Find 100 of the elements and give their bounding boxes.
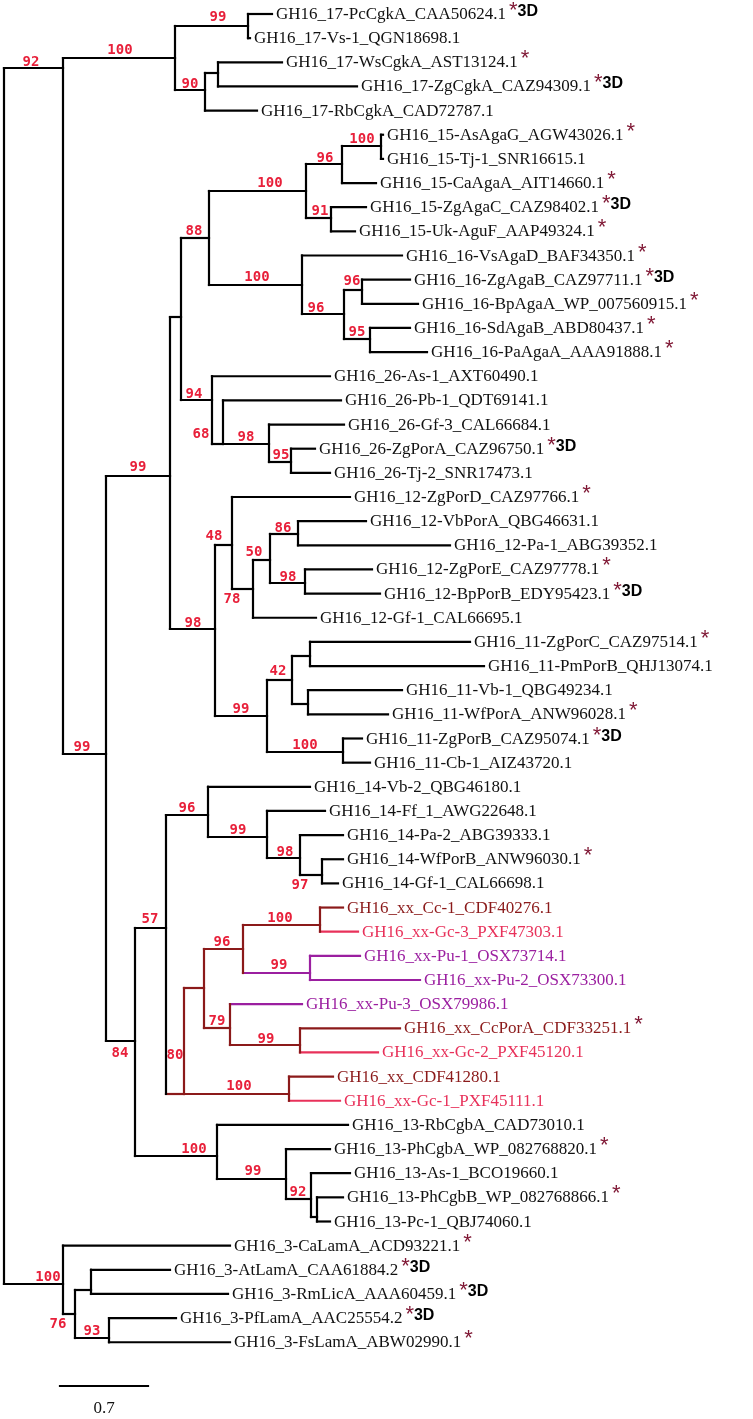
- asterisk-mark: *: [612, 1183, 621, 1204]
- sequence-label: GH16_xx_Cc-1_CDF40276.1: [347, 897, 553, 918]
- sequence-label: GH16_16-SdAgaB_ABD80437.1: [414, 317, 644, 338]
- asterisk-mark: *: [547, 434, 556, 455]
- bootstrap-value: 99: [209, 8, 227, 24]
- sequence-label: GH16_xx-Pu-2_OSX73300.1: [424, 970, 627, 990]
- sequence-label: GH16_xx_CDF41280.1: [337, 1066, 501, 1087]
- asterisk-mark: *: [509, 0, 518, 20]
- sequence-label: GH16_11-ZgPorC_CAZ97514.1: [474, 631, 698, 652]
- sequence-label: GH16_xx_CcPorA_CDF33251.1: [404, 1018, 632, 1039]
- bootstrap-value: 96: [178, 799, 196, 815]
- sequence-label: GH16_26-As-1_AXT60490.1: [334, 366, 539, 387]
- bootstrap-value: 98: [276, 843, 294, 859]
- bootstrap-value: 99: [232, 700, 250, 716]
- asterisk-mark: *: [689, 289, 699, 310]
- bootstrap-value: 98: [184, 614, 202, 630]
- asterisk-mark: *: [597, 217, 607, 238]
- sequence-label: GH16_14-Vb-2_QBG46180.1: [314, 776, 522, 797]
- sequence-label: GH16_14-Pa-2_ABG39333.1: [347, 825, 551, 846]
- bootstrap-value: 99: [270, 956, 288, 972]
- sequence-label: GH16_17-PcCgkA_CAA50624.1: [276, 4, 506, 24]
- sequence-label: GH16_3-PfLamA_AAC25554.2: [180, 1308, 403, 1329]
- asterisk-mark: *: [520, 48, 530, 69]
- asterisk-mark: *: [638, 241, 647, 262]
- sequence-label: GH16_26-ZgPorA_CAZ96750.1: [319, 438, 545, 459]
- structure-tag: 3D: [621, 580, 643, 601]
- sequence-label: GH16_14-Ff_1_AWG22648.1: [329, 800, 537, 821]
- asterisk-mark: *: [634, 1014, 643, 1035]
- asterisk-mark: *: [602, 555, 611, 576]
- sequence-label: GH16_3-AtLamA_CAA61884.2: [174, 1259, 399, 1280]
- asterisk-mark: *: [600, 1135, 609, 1156]
- sequence-label: GH16_17-Vs-1_QGN18698.1: [254, 28, 461, 49]
- bootstrap-value: 100: [107, 41, 133, 57]
- structure-tag: 3D: [601, 725, 622, 746]
- sequence-label: GH16_12-VbPorA_QBG46631.1: [370, 511, 600, 532]
- bootstrap-value: 50: [245, 543, 263, 559]
- asterisk-mark: *: [645, 265, 654, 286]
- structure-tag: 3D: [467, 1280, 489, 1301]
- bootstrap-value: 78: [223, 590, 241, 606]
- asterisk-mark: *: [401, 1255, 410, 1276]
- sequence-label: GH16_14-WfPorB_ANW96030.1: [347, 849, 581, 870]
- sequence-label: GH16_12-Gf-1_CAL66695.1: [320, 607, 523, 628]
- structure-tag: 3D: [602, 73, 623, 94]
- bootstrap-value: 68: [192, 425, 210, 441]
- bootstrap-value: 48: [205, 527, 223, 543]
- asterisk-mark: *: [700, 627, 710, 648]
- sequence-label: GH16_17-WsCgkA_AST13124.1: [286, 52, 518, 73]
- asterisk-mark: *: [459, 1279, 468, 1300]
- sequence-label: GH16_12-Pa-1_ABG39352.1: [454, 535, 658, 556]
- sequence-label: GH16_13-PhCgbB_WP_082768866.1: [347, 1187, 610, 1208]
- sequence-label: GH16_26-Pb-1_QDT69141.1: [345, 390, 549, 411]
- sequence-label: GH16_11-ZgPorB_CAZ95074.1: [366, 728, 590, 749]
- sequence-label: GH16_3-RmLicA_AAA60459.1: [232, 1283, 457, 1304]
- bootstrap-value: 94: [185, 385, 203, 401]
- bootstrap-value: 98: [279, 568, 297, 584]
- bootstrap-value: 79: [208, 1012, 226, 1028]
- structure-tag: 3D: [409, 1256, 431, 1277]
- sequence-label: GH16_xx-Gc-1_PXF45111.1: [344, 1090, 545, 1111]
- bootstrap-value: 96: [316, 149, 334, 165]
- structure-tag: 3D: [413, 1305, 435, 1326]
- bootstrap-value: 88: [185, 222, 203, 238]
- asterisk-mark: *: [626, 120, 636, 141]
- bootstrap-value: 99: [73, 738, 91, 754]
- sequence-label: GH16_15-AsAgaG_AGW43026.1: [387, 124, 624, 145]
- bootstrap-value: 100: [257, 174, 283, 190]
- sequence-label: GH16_3-FsLamA_ABW02990.1: [234, 1332, 462, 1353]
- bootstrap-value: 95: [272, 446, 290, 462]
- sequence-label: GH16_xx-Gc-2_PXF45120.1: [382, 1042, 584, 1063]
- bootstrap-value: 92: [289, 1183, 307, 1199]
- bootstrap-value: 86: [274, 519, 292, 535]
- bootstrap-value: 95: [348, 323, 366, 339]
- asterisk-mark: *: [463, 1231, 472, 1252]
- sequence-label: GH16_16-PaAgaA_AAA91888.1: [431, 342, 662, 363]
- sequence-label: GH16_17-ZgCgkA_CAZ94309.1: [361, 76, 591, 97]
- sequence-label: GH16_12-BpPorB_EDY95423.1: [384, 583, 611, 604]
- bootstrap-value: 42: [269, 662, 287, 678]
- sequence-label: GH16_xx-Gc-3_PXF47303.1: [362, 921, 564, 942]
- bootstrap-value: 90: [181, 75, 199, 91]
- asterisk-mark: *: [629, 700, 638, 721]
- sequence-label: GH16_11-Vb-1_QBG49234.1: [406, 680, 613, 701]
- sequence-label: GH16_26-Tj-2_SNR17473.1: [334, 462, 533, 483]
- sequence-label: GH16_11-Cb-1_AIZ43720.1: [374, 752, 573, 773]
- sequence-label: GH16_16-VsAgaD_BAF34350.1: [406, 245, 636, 266]
- asterisk-mark: *: [583, 845, 593, 866]
- bootstrap-value: 93: [83, 1322, 101, 1338]
- sequence-label: GH16_13-RbCgbA_CAD73010.1: [352, 1114, 585, 1135]
- sequence-label: GH16_26-Gf-3_CAL66684.1: [348, 414, 551, 435]
- bootstrap-value: 80: [166, 1046, 184, 1062]
- bootstrap-value: 100: [226, 1077, 252, 1093]
- bootstrap-value: 100: [292, 736, 318, 752]
- sequence-label: GH16_16-BpAgaA_WP_007560915.1: [422, 293, 687, 314]
- sequence-label: GH16_12-ZgPorD_CAZ97766.1: [354, 487, 580, 507]
- asterisk-mark: *: [607, 169, 616, 190]
- bootstrap-value: 57: [141, 910, 159, 926]
- sequence-label: GH16_15-ZgAgaC_CAZ98402.1: [370, 197, 599, 218]
- structure-tag: 3D: [555, 435, 577, 456]
- asterisk-mark: *: [593, 72, 603, 93]
- bootstrap-value: 100: [349, 130, 375, 146]
- sequence-label: GH16_13-PhCgbA_WP_082768820.1: [334, 1139, 598, 1160]
- sequence-label: GH16_14-Gf-1_CAL66698.1: [342, 873, 545, 894]
